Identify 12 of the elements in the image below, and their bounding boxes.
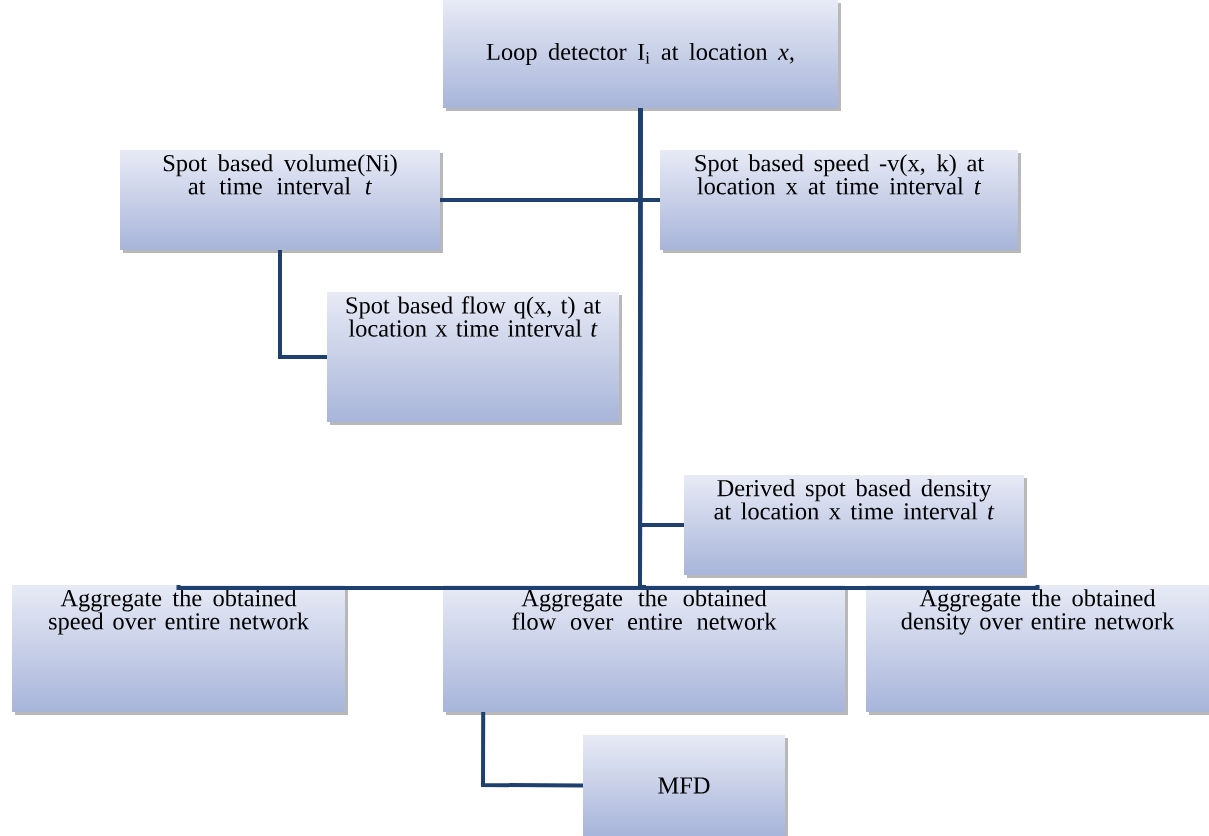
connector-line: [278, 250, 327, 359]
process-box: Aggregate the obtained density over entire network: [866, 585, 1209, 715]
process-box: Spot based volume(Ni) at time interval t: [120, 150, 443, 253]
process-box: Aggregate the obtained speed over entire network: [12, 585, 348, 715]
process-box: Aggregate the obtained flow over entire network: [443, 585, 848, 715]
connector-line: [481, 712, 583, 788]
process-box: Spot based speed -v(x, k) at location x at time interval t: [660, 150, 1021, 253]
process-box: Loop detector I$_{i}$ at location x,: [443, 0, 841, 111]
process-box: Derived spot based density at location x time interval t: [684, 475, 1027, 578]
process-box: Spot based flow q(x, t) at location x time interval t: [327, 292, 622, 425]
connector-line: [638, 108, 1040, 590]
process-box: MFD: [583, 735, 788, 836]
